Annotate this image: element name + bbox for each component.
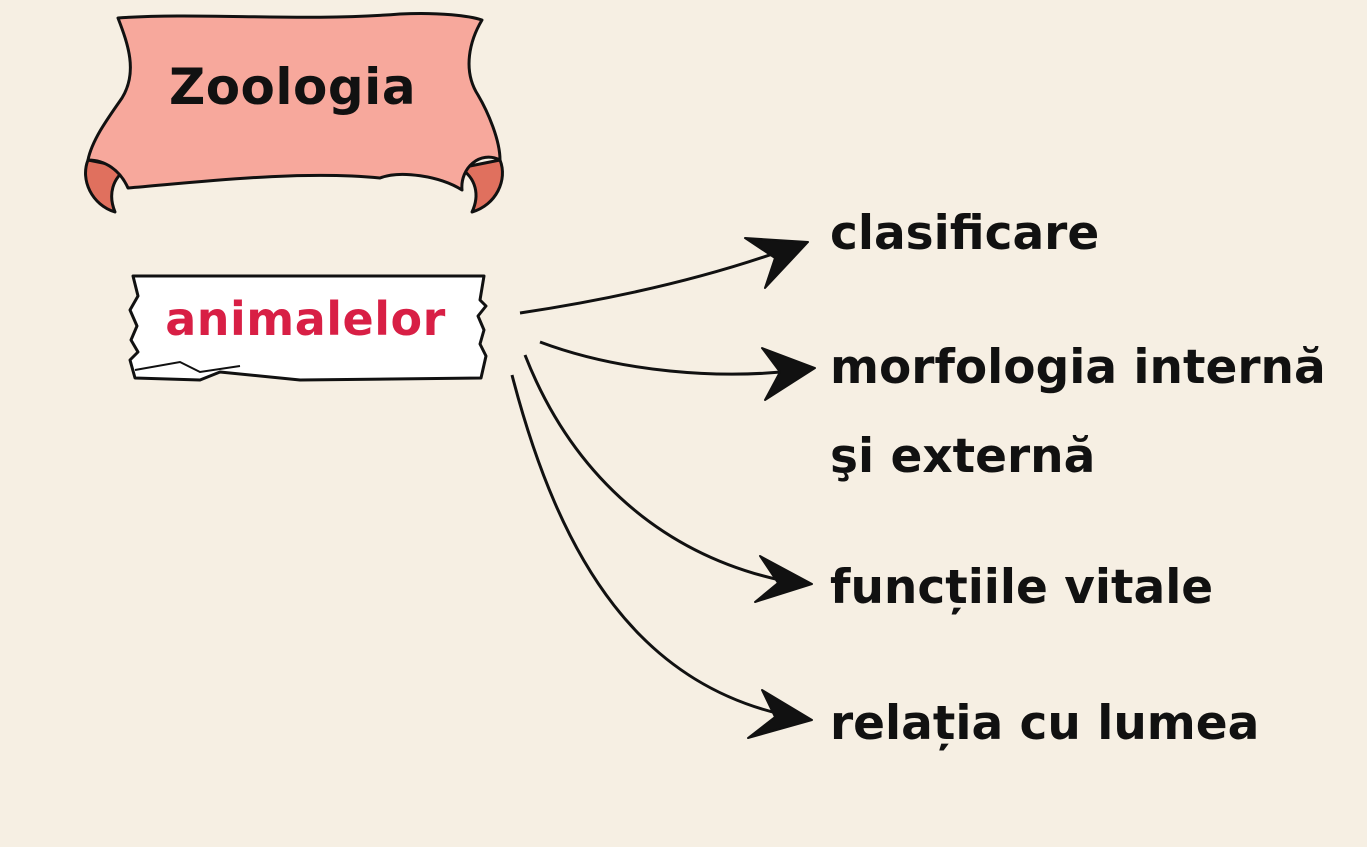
arrow-line-clasificare — [519, 244, 796, 315]
arrow-line-functiile — [523, 354, 801, 586]
branch-label-relatia: relația cu lumea — [830, 696, 1260, 751]
title-banner — [84, 11, 504, 214]
subject-paper — [128, 274, 488, 382]
branch-label-clasificare: clasificare — [830, 206, 1100, 261]
branch-label-morfologia: morfologia internă — [830, 340, 1326, 395]
banner-body — [86, 11, 502, 192]
paper-tear — [134, 360, 241, 374]
branch-label-functiile: funcțiile vitale — [830, 560, 1214, 615]
arrow-head-functiile — [754, 555, 813, 603]
page-title: Zoologia — [168, 58, 417, 116]
arrow-line-relatia — [510, 374, 801, 720]
subject-label: animalelor — [165, 292, 446, 346]
banner-right-curl — [458, 158, 504, 214]
arrow-head-clasificare — [744, 237, 809, 289]
branch-arrows — [510, 237, 816, 739]
arrow-head-relatia — [747, 689, 813, 739]
branch-label-morfologia-cont: şi externă — [830, 429, 1096, 484]
arrow-head-morfologia — [761, 347, 816, 401]
arrow-line-morfologia — [539, 340, 801, 376]
